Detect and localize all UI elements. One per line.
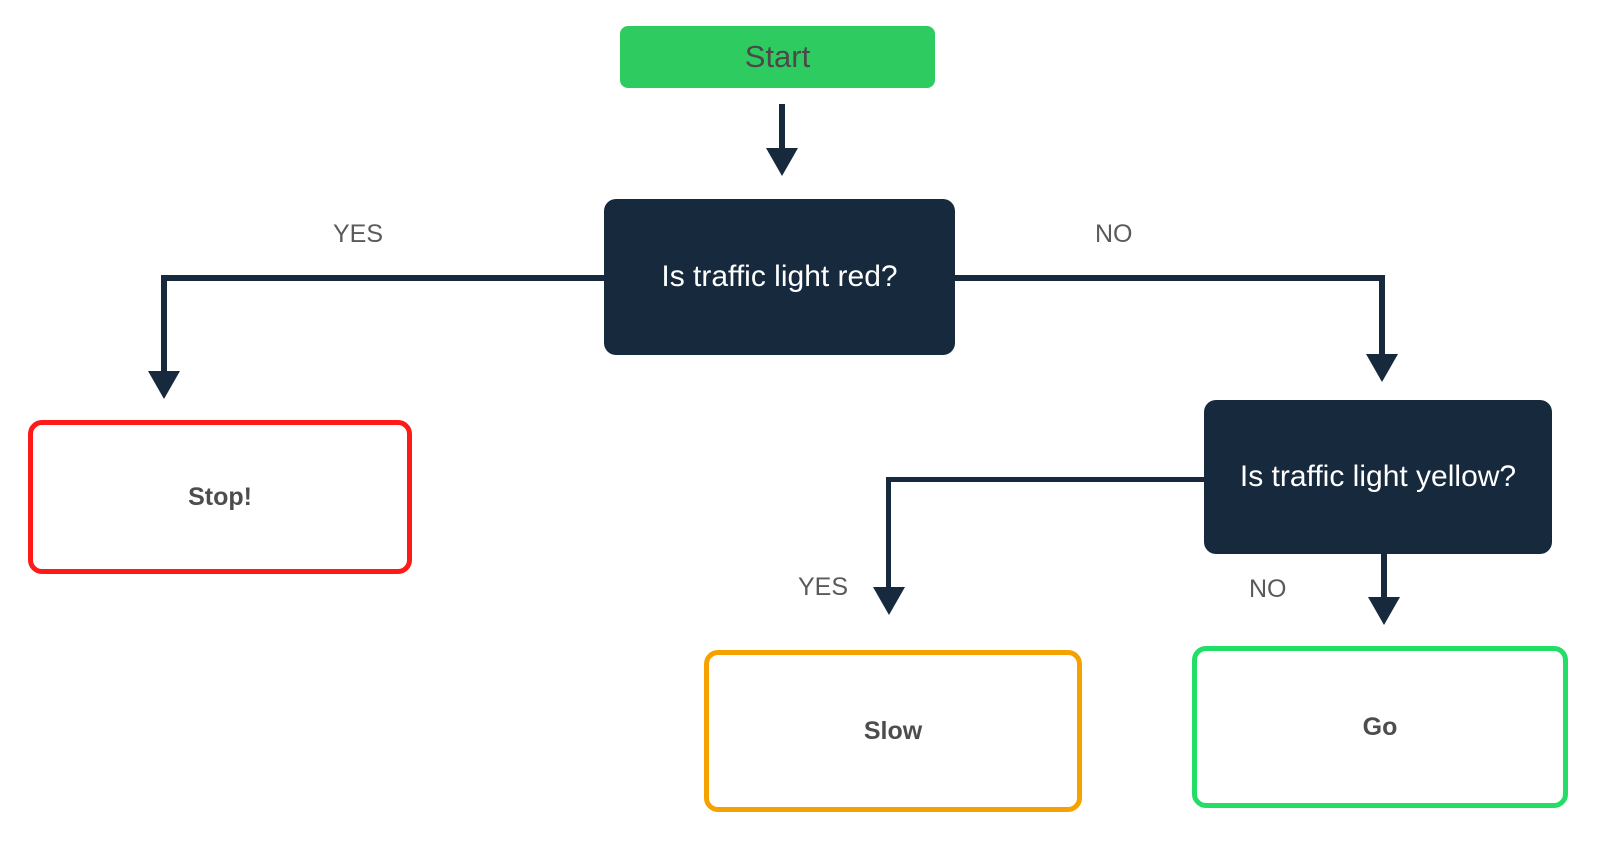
edge-start-to-red-arrowhead <box>766 148 798 176</box>
edge-red-no-vertical <box>1379 275 1385 358</box>
edge-yellow-no-arrowhead <box>1368 597 1400 625</box>
edge-label-yellow-yes: YES <box>798 573 849 601</box>
edge-yellow-yes-arrowhead <box>873 587 905 615</box>
node-decision-is-traffic-light-yellow[interactable]: Is traffic light yellow? <box>1204 400 1552 554</box>
node-stop[interactable]: Stop! <box>28 420 412 574</box>
node-go[interactable]: Go <box>1192 646 1568 808</box>
node-start[interactable]: Start <box>620 26 935 88</box>
node-slow[interactable]: Slow <box>704 650 1082 812</box>
edge-label-red-no: NO <box>1095 220 1133 248</box>
edge-yellow-no-vertical <box>1381 553 1387 601</box>
node-decision-is-traffic-light-red[interactable]: Is traffic light red? <box>604 199 955 355</box>
edge-red-no-arrowhead <box>1366 354 1398 382</box>
edge-red-yes-arrowhead <box>148 371 180 399</box>
edge-start-to-red-line <box>779 104 785 152</box>
edge-yellow-yes-vertical <box>886 477 891 591</box>
edge-red-no-horizontal <box>952 275 1385 281</box>
edge-label-red-yes: YES <box>333 220 384 248</box>
edge-red-yes-vertical <box>161 275 167 375</box>
edge-red-yes-horizontal <box>161 275 607 281</box>
edge-yellow-yes-horizontal <box>886 477 1208 482</box>
edge-label-yellow-no: NO <box>1249 575 1287 603</box>
